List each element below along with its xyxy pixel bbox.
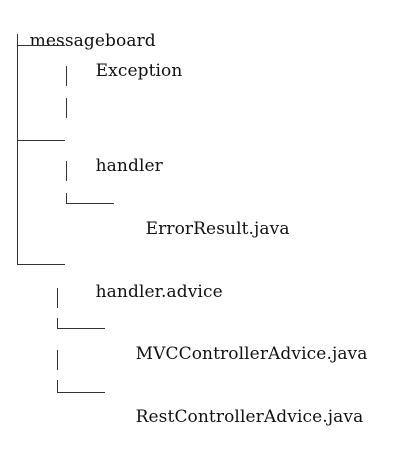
node-label-exception: Exception (95, 61, 183, 81)
exception-child-line-2 (66, 98, 67, 118)
branch-connector-errorresult (66, 203, 114, 204)
node-label-handler: handler (95, 156, 163, 176)
tree-node-exception: Exception (74, 32, 183, 81)
branch-connector-rest-advice (57, 392, 105, 393)
branch-connector-mvc-advice (57, 328, 105, 329)
tree-node-handler: handler (74, 127, 163, 176)
advice-child-line-1 (57, 288, 58, 308)
branch-connector-exception (17, 45, 65, 46)
branch-connector-handler-advice (17, 264, 65, 265)
tree-root: messageboard (8, 2, 156, 51)
node-label-handler-advice: handler.advice (95, 282, 223, 302)
advice-child-line-3 (57, 350, 58, 370)
handler-child-line-1 (66, 161, 67, 181)
tree-node-handler-advice: handler.advice (74, 253, 223, 302)
tree-node-errorresult: ErrorResult.java (124, 190, 290, 239)
tree-trunk-line (17, 34, 18, 264)
tree-root-label: messageboard (29, 31, 156, 51)
handler-child-line-2 (66, 193, 67, 203)
advice-child-line-2 (57, 318, 58, 328)
tree-node-rest-advice: RestControllerAdvice.java (114, 378, 364, 427)
exception-child-line-1 (66, 66, 67, 86)
node-label-rest-advice: RestControllerAdvice.java (135, 407, 364, 427)
node-label-mvc-advice: MVCControllerAdvice.java (135, 344, 368, 364)
branch-connector-handler (17, 140, 65, 141)
node-label-errorresult: ErrorResult.java (145, 219, 290, 239)
advice-child-line-4 (57, 380, 58, 392)
directory-tree: messageboard Exception handler ErrorResu… (8, 2, 368, 427)
tree-node-mvc-advice: MVCControllerAdvice.java (114, 315, 368, 364)
